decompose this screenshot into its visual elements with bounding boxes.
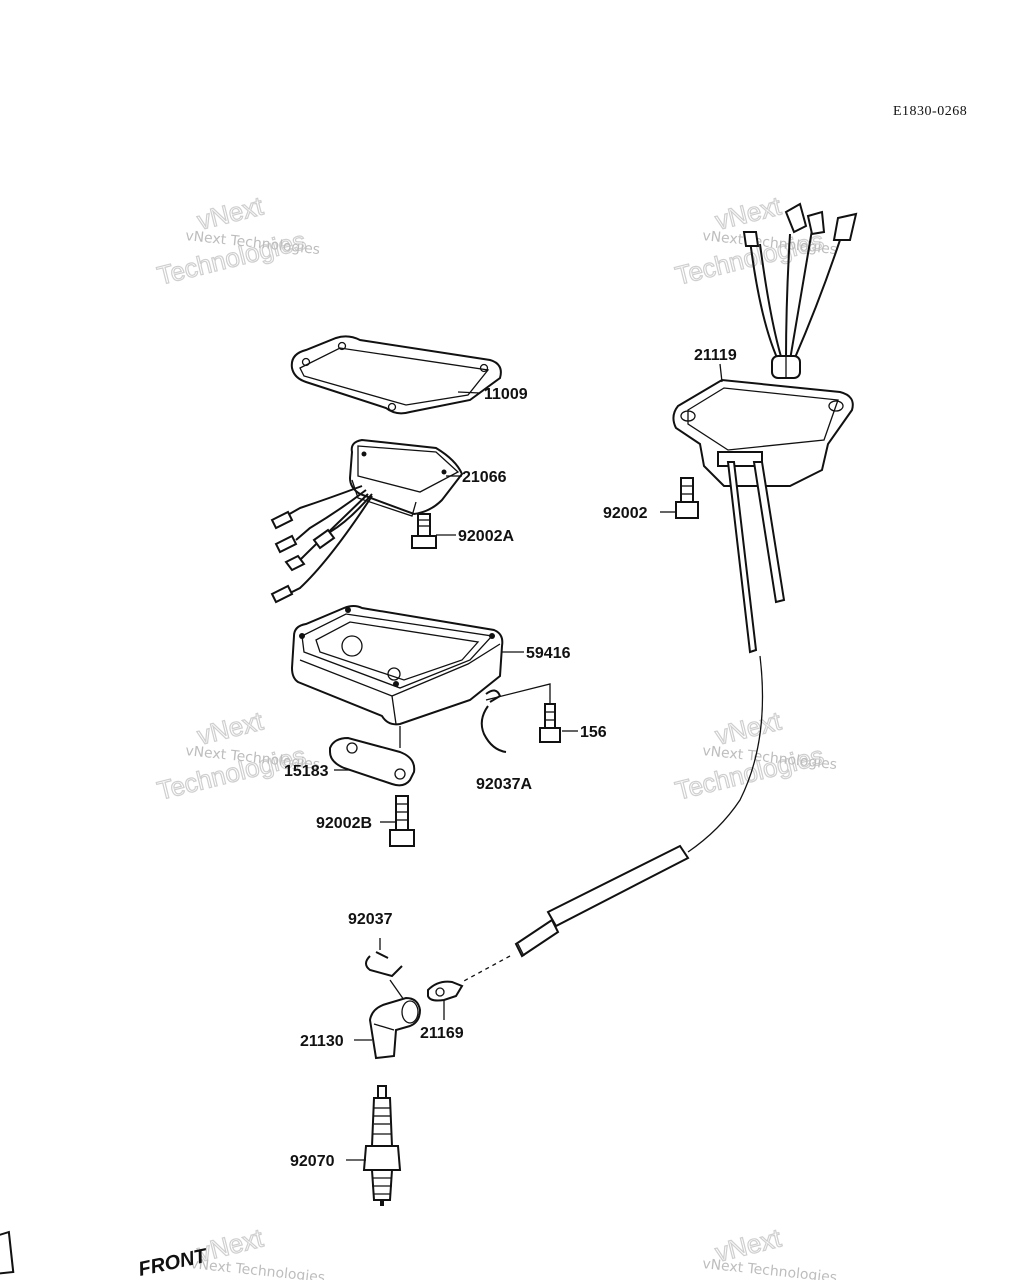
bracket-box-part [290,605,504,726]
bolt-92002A-part [411,513,437,549]
clip-21169-part [427,980,464,1020]
plate-15183-part [329,726,416,787]
label-92037A: 92037A [476,776,532,793]
label-156: 156 [580,724,607,741]
bolt-156-part [539,703,561,743]
clip-92037-part [365,938,405,1001]
bolt-92002-part [675,477,699,519]
watermark-middle-right: vNext Technologies vNext Technologies [672,705,838,807]
high-tension-lead-part [461,655,764,983]
label-92037: 92037 [348,911,393,928]
label-59416: 59416 [526,645,571,662]
watermark-text-large: vNext [194,705,266,750]
label-21066: 21066 [462,469,507,486]
label-92002A: 92002A [458,528,514,545]
front-label: FRONT [136,1245,210,1280]
watermark-text-small: vNext Technologies [702,1256,838,1280]
label-21119: 21119 [694,347,737,364]
label-11009: 11009 [484,386,528,403]
watermark-text-large: vNext [712,705,784,750]
gasket-part [290,335,502,415]
spark-plug-92070-part [362,1085,402,1206]
label-21130: 21130 [300,1033,344,1050]
watermark-text-large: vNext [712,190,784,235]
watermark-text-small: vNext Technologies [190,1256,326,1280]
label-21169: 21169 [420,1025,464,1042]
label-15183: 15183 [284,763,329,780]
plug-cap-21130-part [368,996,422,1060]
label-92002: 92002 [603,505,648,522]
watermark-top-left: vNext Technologies vNext Technologies [154,190,321,292]
watermark-middle-left: vNext Technologies vNext Technologies [154,705,321,807]
label-92070: 92070 [290,1153,335,1170]
bolt-92002B-part [389,795,415,847]
watermark-text-large: vNext [194,190,266,235]
electric-module-part [270,438,464,604]
watermark-bottom-right: vNext vNext Technologies [702,1222,838,1280]
diagram-reference-code: E1830-0268 [893,104,968,119]
watermark-bottom-left: vNext vNext Technologies [190,1222,326,1280]
front-direction-arrow: FRONT [0,1230,210,1280]
ignition-coil-part [672,202,858,654]
label-92002B: 92002B [316,815,372,832]
